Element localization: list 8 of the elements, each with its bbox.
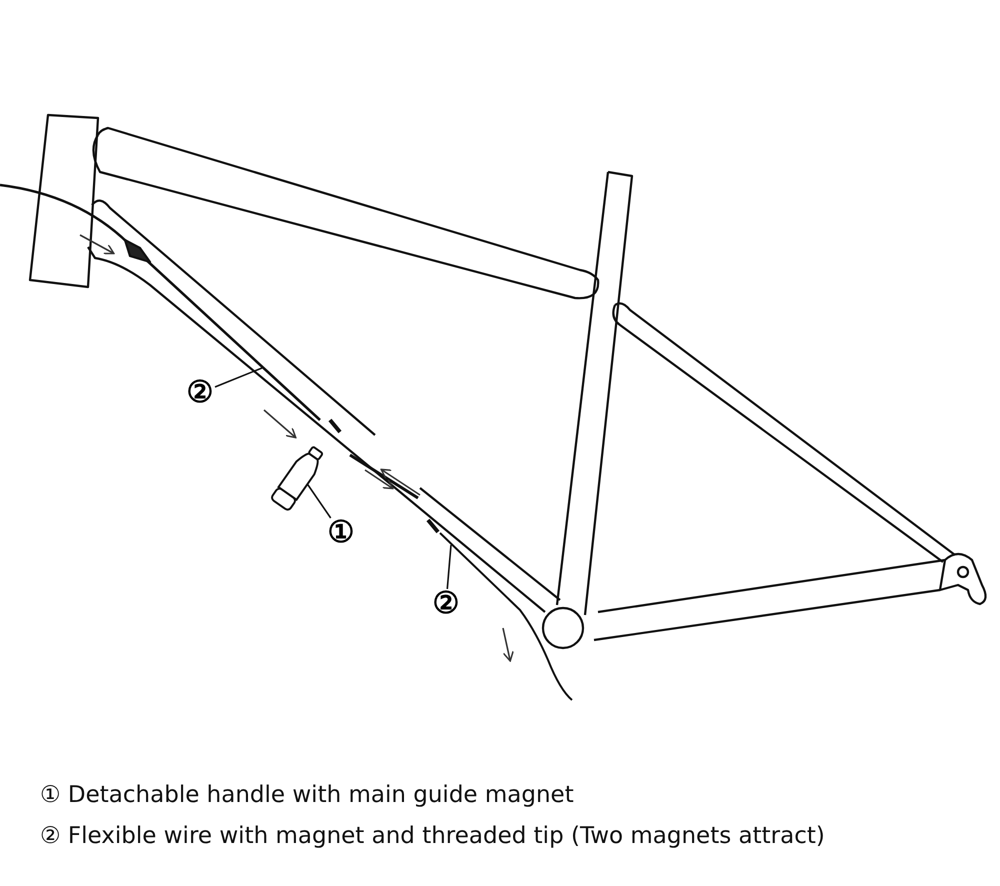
callout-number: ① xyxy=(326,518,356,548)
leader-line xyxy=(214,367,262,388)
note-text: ① Detachable handle with main guide magnet xyxy=(40,782,574,808)
leader-line xyxy=(446,544,452,590)
note-text: ② Flexible wire with magnet and threaded tip (Two magnets attract) xyxy=(40,823,825,849)
callout-number: ② xyxy=(185,378,215,408)
callout-number: ② xyxy=(431,589,461,619)
leader-line xyxy=(306,484,332,518)
